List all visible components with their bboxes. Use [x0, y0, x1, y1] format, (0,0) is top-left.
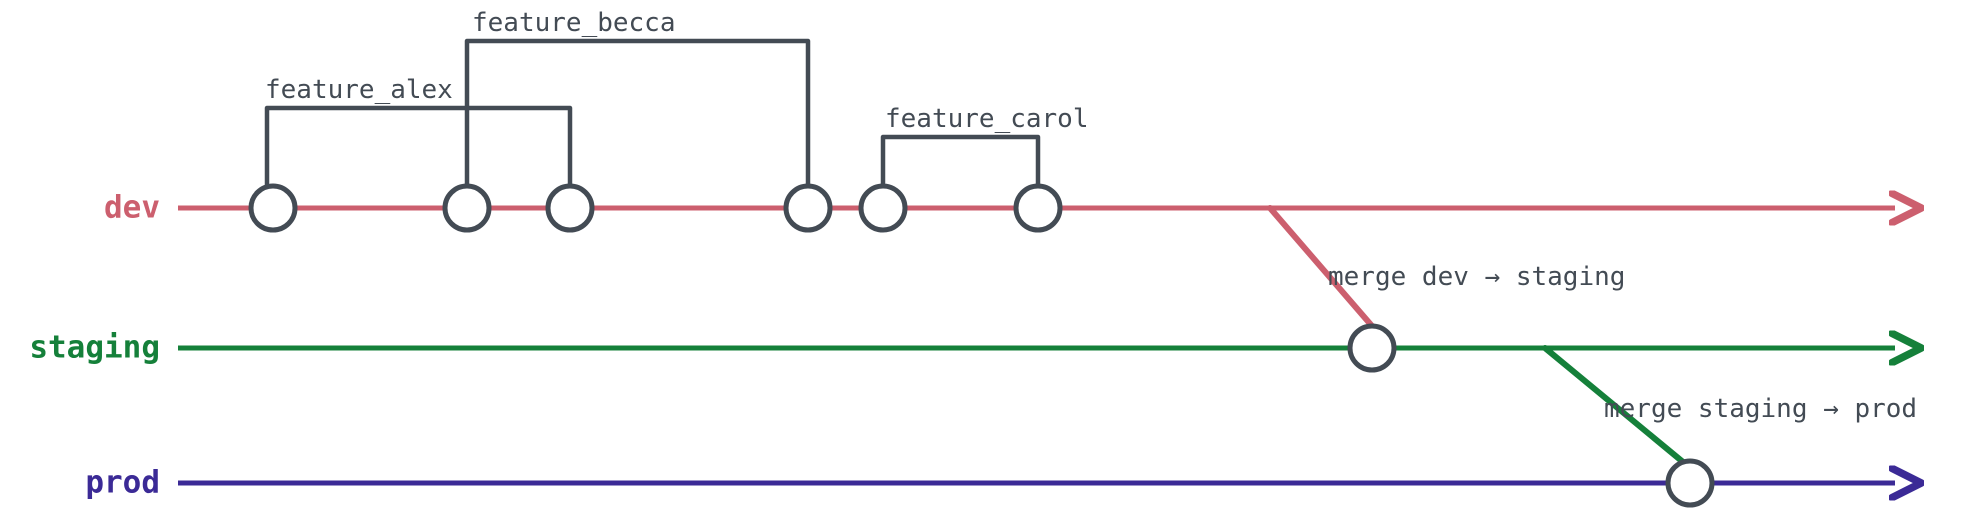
merge-labels-group: merge dev → staging merge staging → prod — [1328, 262, 1917, 424]
feature-bracket-alex — [264, 105, 573, 191]
feature-bracket-becca — [464, 38, 811, 191]
merge-label-staging-prod: merge staging → prod — [1604, 394, 1917, 424]
feature-labels-group: feature_alex feature_becca feature_carol — [265, 8, 1089, 134]
feature-brackets-group — [264, 38, 1041, 191]
merge-lines-group — [1267, 205, 1686, 465]
merge-label-dev-staging: merge dev → staging — [1328, 262, 1625, 292]
lane-labels-group: dev staging prod — [29, 190, 160, 501]
feature-label-carol: feature_carol — [885, 104, 1089, 134]
feature-bracket-carol — [880, 134, 1041, 191]
lane-lines-group — [178, 208, 1895, 483]
feature-label-becca: feature_becca — [472, 8, 676, 38]
commit-node-dev-6[interactable] — [1013, 183, 1063, 233]
commit-nodes-group — [248, 183, 1715, 508]
feature-label-alex: feature_alex — [265, 75, 453, 105]
lane-label-staging: staging — [29, 330, 160, 366]
commit-node-prod-merge[interactable] — [1665, 458, 1715, 508]
lane-label-dev: dev — [104, 190, 160, 226]
commit-node-dev-2[interactable] — [442, 183, 492, 233]
lane-label-prod: prod — [85, 465, 160, 501]
commit-node-dev-3[interactable] — [545, 183, 595, 233]
commit-node-dev-1[interactable] — [248, 183, 298, 233]
commit-node-dev-5[interactable] — [858, 183, 908, 233]
merge-line-dev-staging — [1267, 205, 1375, 329]
commit-node-dev-4[interactable] — [783, 183, 833, 233]
merge-line-staging-prod — [1542, 345, 1686, 465]
commit-node-staging-merge[interactable] — [1347, 323, 1397, 373]
